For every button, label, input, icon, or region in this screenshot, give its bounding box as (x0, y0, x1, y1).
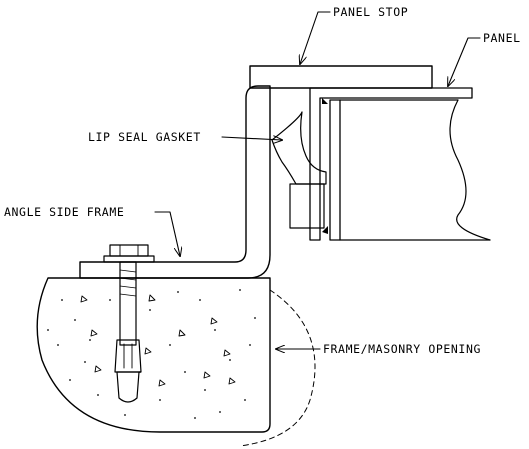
label-angle-side-frame: ANGLE SIDE FRAME (4, 205, 124, 219)
panel-stop-plate (249, 65, 433, 89)
label-lip-seal-gasket: LIP SEAL GASKET (88, 130, 201, 144)
gasket-backer (289, 183, 325, 229)
anchor-bolt (103, 244, 155, 403)
label-frame-masonry-opening: FRAME/MASONRY OPENING (323, 342, 481, 356)
angle-side-frame (79, 85, 271, 279)
label-panel: PANEL (483, 31, 521, 45)
label-panel-stop: PANEL STOP (333, 5, 408, 19)
concrete-aggregate (47, 289, 256, 419)
lip-seal-gasket (271, 111, 327, 229)
leader-lines (154, 11, 481, 349)
panel (309, 87, 491, 241)
concrete-stones (80, 294, 236, 387)
masonry-substrate (36, 277, 316, 447)
